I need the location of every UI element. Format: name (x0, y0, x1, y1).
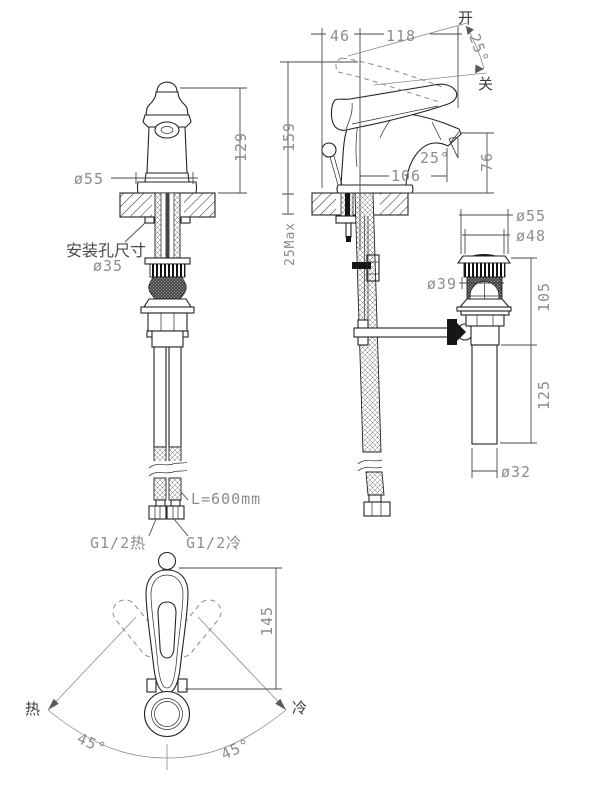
handle-slot (157, 601, 177, 659)
front-dimensions: ø55 129 159 25Max 安装孔尺寸 ø35 L=600mm G1/2… (66, 61, 358, 552)
front-handle-top (156, 81, 178, 93)
supply-hoses (148, 346, 188, 520)
dim-cap-diameter-label: ø48 (516, 227, 546, 245)
hot-hose-nut (148, 505, 167, 520)
hose-length-label: L=600mm (191, 490, 261, 508)
side-handle-closed (330, 83, 458, 131)
label-cold: 冷 (292, 699, 307, 717)
cold-inlet-label: G1/2冷 (186, 534, 242, 552)
mounting-hex-nut (147, 312, 188, 332)
side-hose-nut (363, 501, 391, 517)
horizontal-rod (353, 327, 453, 338)
dim-overall-height-label: 159 (280, 122, 298, 152)
dim-flange-diameter-label: ø55 (516, 207, 546, 225)
front-base (136, 181, 198, 194)
dim-body-height-label: 129 (232, 132, 250, 162)
dim-tailpipe-length-label: 125 (535, 380, 553, 410)
popup-linkage (352, 216, 474, 346)
drain-dimensions: ø55 ø48 ø39 105 125 ø32 (427, 207, 553, 481)
drain-flange (456, 255, 512, 264)
break-line (357, 459, 383, 472)
front-view (119, 81, 216, 520)
handle-top-outline (145, 569, 189, 694)
side-base-plate (336, 184, 414, 194)
dim-handle-angle-label: 25° (465, 31, 492, 65)
lift-knob-top (157, 551, 177, 571)
close-ray (373, 72, 487, 86)
dim-spout-reach-label: 106 (391, 167, 421, 185)
drain-nut (465, 314, 505, 327)
washer-tab-left (144, 216, 155, 224)
front-neck (145, 91, 189, 116)
dim-counter-thickness-label: 25Max (283, 222, 298, 266)
hot-inlet-label: G1/2热 (90, 534, 146, 552)
break-line (148, 461, 188, 469)
front-handle-boss (154, 121, 180, 139)
front-flange (144, 172, 190, 183)
dim-swing-right-label: 45° (218, 735, 253, 764)
dim-spout-angle-label: 25° (420, 149, 450, 167)
dim-swing-left-label: 45° (74, 729, 109, 758)
dim-spout-length-label: 118 (386, 27, 416, 45)
washer-tab-right (180, 216, 191, 224)
drain-tailpipe (471, 344, 498, 445)
rubber-gasket (148, 276, 187, 300)
dim-spout-height-label: 76 (478, 152, 496, 172)
front-collar (142, 114, 192, 128)
dim-body-diameter-label: ø39 (427, 275, 457, 293)
mounting-hole-label: 安装孔尺寸 (66, 241, 146, 260)
dim-tailpipe-diameter-label: ø32 (501, 463, 531, 481)
label-open: 开 (458, 9, 473, 27)
cold-hose-nut (166, 505, 185, 520)
dim-body-diameter-label: ø55 (74, 170, 104, 188)
mounting-hole-diameter-label: ø35 (93, 257, 123, 275)
drain-cap (463, 262, 506, 278)
dim-handle-width-label: 46 (330, 27, 350, 45)
dim-handle-length-label: 145 (258, 606, 276, 636)
drain-assembly (456, 254, 512, 445)
swing-sector-lines (47, 616, 287, 711)
lift-rod-knob (321, 142, 337, 158)
open-ray (347, 22, 468, 57)
dim-upper-height-label: 105 (535, 282, 553, 312)
spout-angle-symbol (448, 137, 459, 159)
mounting-leader (124, 221, 147, 243)
spout-top-circle (143, 690, 191, 738)
break-line (148, 469, 188, 477)
side-view (311, 57, 512, 517)
label-hot: 热 (25, 700, 40, 718)
side-handle-open-dashed (335, 57, 446, 103)
knurled-nut (149, 263, 186, 278)
label-close: 关 (478, 75, 493, 93)
top-view (47, 551, 287, 770)
